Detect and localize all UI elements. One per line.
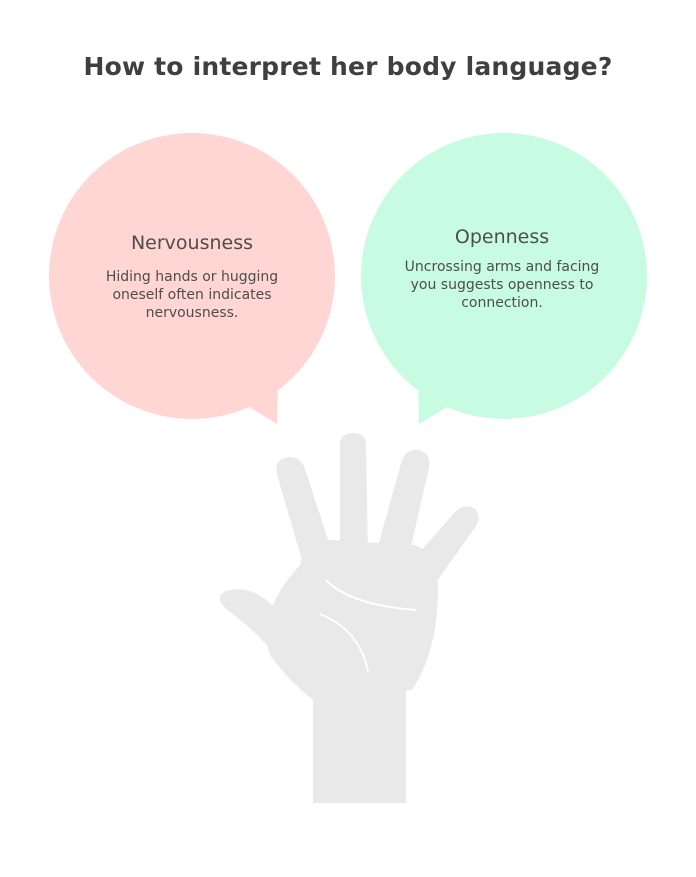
nervousness-description: Hiding hands or hugging oneself often in… (105, 269, 279, 321)
nervousness-heading: Nervousness (130, 232, 254, 254)
nervousness-card: Nervousness Hiding hands or hugging ones… (92, 232, 292, 322)
openness-bubble (361, 133, 647, 424)
openness-card: Openness Uncrossing arms and facing you … (404, 226, 600, 312)
nervousness-bubble (49, 133, 335, 424)
open-hand-icon (219, 433, 479, 803)
page-title: How to interpret her body language? (83, 52, 613, 81)
openness-heading: Openness (454, 226, 550, 248)
openness-description: Uncrossing arms and facing you suggests … (404, 259, 600, 311)
